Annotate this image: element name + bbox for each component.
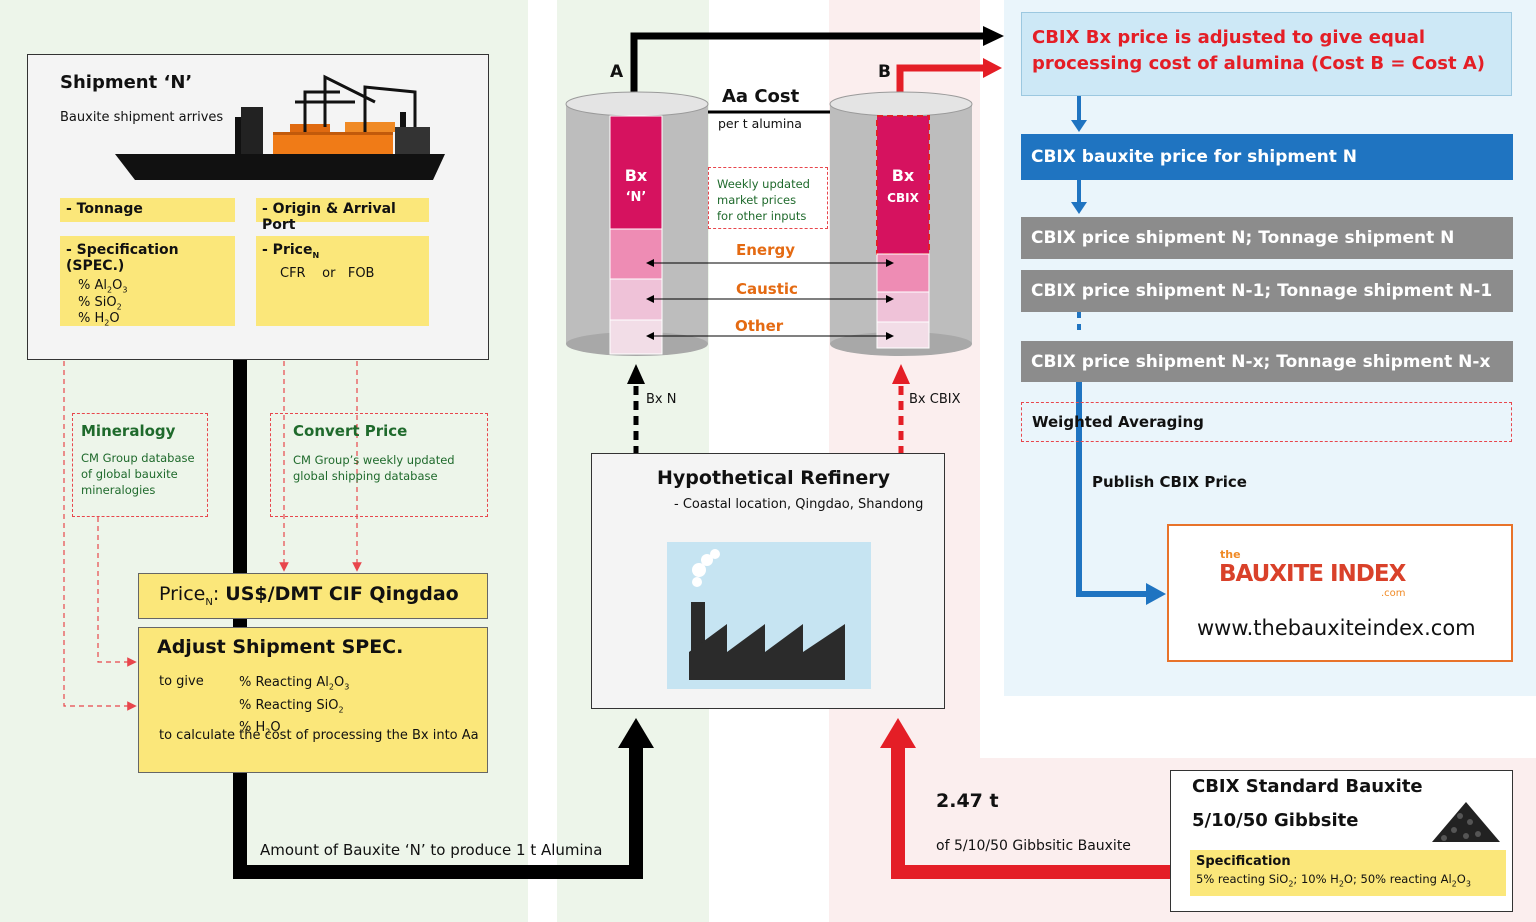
standard-of-gibbs: of 5/10/50 Gibbsitic Bauxite [936, 838, 1131, 854]
bauxite-pile-icon [1432, 802, 1500, 842]
standard-spec-box: Specification 5% reacting SiO2; 10% H2O;… [1190, 850, 1506, 896]
mineralogy-line2: of global bauxite [81, 467, 178, 481]
label-b: B [878, 62, 891, 82]
bauxite-index-url[interactable]: www.thebauxiteindex.com [1197, 616, 1476, 640]
cylinder-a [565, 91, 709, 356]
per-t-alumina: per t alumina [718, 116, 802, 131]
cbix-price-shipment-n1: CBIX price shipment N-1; Tonnage shipmen… [1021, 270, 1513, 312]
spec-h2o: % H2O [78, 311, 120, 328]
tonnage-field: - Tonnage [60, 198, 235, 222]
standard-title: CBIX Standard Bauxite [1192, 776, 1423, 797]
cbix-price-shipment-n: CBIX price shipment N; Tonnage shipment … [1021, 217, 1513, 259]
bauxite-index-logo: BAUXITE INDEX [1219, 561, 1406, 587]
convert-price-line2: global shipping database [293, 469, 438, 483]
standard-tonnes: 2.47 t [936, 790, 999, 812]
mineralogy-title: Mineralogy [81, 422, 176, 440]
bx-n-arrow-label: Bx N [646, 392, 677, 407]
bauxite-index-box [1167, 524, 1513, 662]
adjust-line1: % Reacting Al2O3 [239, 675, 350, 692]
price-terms: CFR or FOB [280, 265, 375, 281]
price-n-prefix: Price [159, 583, 206, 605]
adjust-footer: to calculate the cost of processing the … [159, 728, 479, 743]
ship-icon [115, 74, 445, 180]
price-field: - PriceN CFR or FOB [256, 236, 429, 326]
bx-cbix-arrow-label: Bx CBIX [909, 392, 961, 407]
cbix-price-shipment-nx: CBIX price shipment N-x; Tonnage shipmen… [1021, 341, 1513, 382]
caustic-label: Caustic [736, 280, 798, 298]
standard-subtitle: 5/10/50 Gibbsite [1192, 810, 1359, 831]
top-b-path [896, 64, 985, 96]
spec-sio2: % SiO2 [78, 294, 122, 312]
adjust-spec-box: Adjust Shipment SPEC. to give % Reacting… [138, 627, 488, 773]
origin-field: - Origin & Arrival Port [256, 198, 429, 233]
convert-price-line1: CM Group’s weekly updated [293, 453, 455, 467]
spec-field: - Specification (SPEC.) % Al2O3 % SiO2 %… [60, 236, 235, 328]
bx-n-label: Bx‘N’ [624, 166, 648, 205]
aa-cost: Aa Cost [722, 86, 800, 107]
top-a-path [630, 32, 985, 96]
mineralogy-box: Mineralogy CM Group database of global b… [72, 413, 208, 517]
logo-com: .com [1381, 588, 1406, 599]
energy-label: Energy [736, 241, 796, 259]
red-up-arrowhead [880, 718, 916, 748]
mineralogy-line3: mineralogies [81, 483, 156, 497]
red-main-path [891, 745, 1170, 879]
black-up-arrowhead [618, 718, 654, 748]
adjust-line3: % H2O [239, 720, 281, 737]
convert-price-title: Convert Price [293, 422, 408, 440]
publish-label: Publish CBIX Price [1092, 473, 1247, 491]
refinery-location: - Coastal location, Qingdao, Shandong [674, 497, 924, 512]
price-n-value: US$/DMT CIF Qingdao [225, 583, 459, 605]
adjust-line2: % Reacting SiO2 [239, 697, 344, 715]
other-label: Other [735, 317, 784, 335]
adjust-spec-title: Adjust Shipment SPEC. [157, 636, 404, 658]
standard-spec-title: Specification [1196, 854, 1291, 869]
mineralogy-line1: CM Group database [81, 451, 195, 465]
label-a: A [610, 62, 624, 82]
price-title: - PriceN [262, 242, 320, 260]
cbix-price-bar: CBIX bauxite price for shipment N [1021, 134, 1513, 180]
spec-al2o3: % Al2O3 [78, 278, 128, 295]
spec-title: - Specification (SPEC.) [66, 242, 179, 274]
refinery-title: Hypothetical Refinery [657, 467, 891, 489]
cylinder-b [829, 91, 973, 356]
convert-price-box: Convert Price CM Group’s weekly updated … [270, 413, 488, 517]
bottom-label: Amount of Bauxite ‘N’ to produce 1 t Alu… [260, 841, 603, 859]
shipment-title: Shipment ‘N’ [60, 72, 193, 93]
adjust-to-give: to give [159, 674, 204, 689]
price-n-box: PriceN: US$/DMT CIF Qingdao [138, 573, 488, 619]
factory-icon [667, 542, 871, 689]
standard-spec-text: 5% reacting SiO2; 10% H2O; 50% reacting … [1196, 872, 1471, 889]
logo-the: the [1220, 548, 1241, 561]
shipment-subtitle: Bauxite shipment arrives [60, 110, 224, 125]
weighted-averaging-box: Weighted Averaging [1021, 402, 1512, 442]
